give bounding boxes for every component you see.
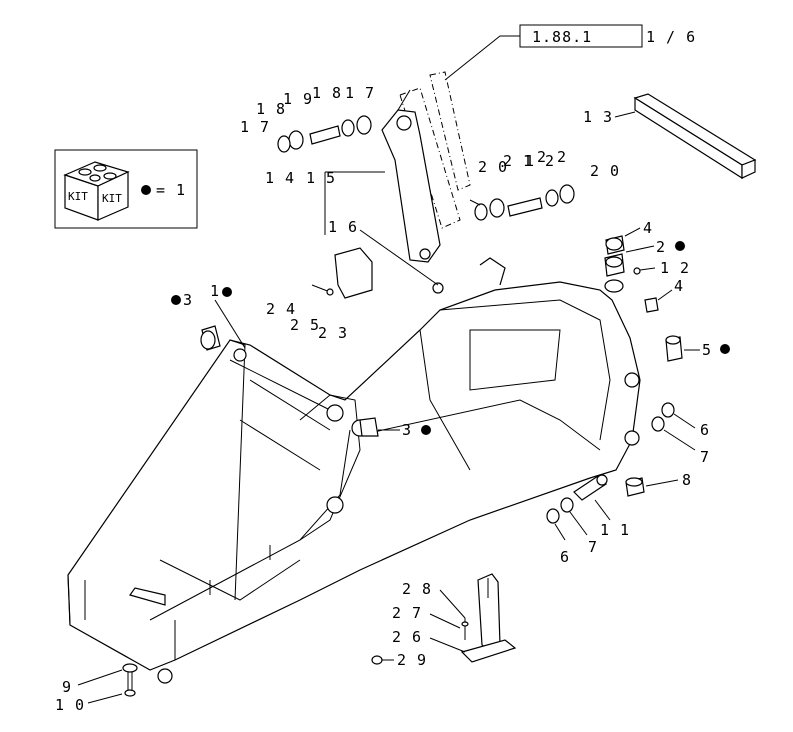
dot-1-icon bbox=[222, 287, 232, 297]
label-5: 5 bbox=[702, 341, 712, 359]
bolt-28 bbox=[461, 618, 469, 640]
label-20a: 2 0 bbox=[478, 158, 508, 176]
kit-equals: = 1 bbox=[156, 181, 186, 199]
label-4a: 4 bbox=[643, 219, 653, 237]
label-22: 2 2 bbox=[537, 148, 567, 166]
dot-3b-icon bbox=[421, 425, 431, 435]
dot-2-icon bbox=[675, 241, 685, 251]
label-25: 2 5 bbox=[290, 316, 320, 334]
label-11: 1 1 bbox=[600, 521, 630, 539]
bushing-5 bbox=[665, 335, 683, 362]
label-17: 1 7 bbox=[240, 118, 270, 136]
stand-26 bbox=[460, 573, 517, 663]
label-9: 9 bbox=[62, 678, 72, 696]
label-18b: 1 8 bbox=[312, 84, 342, 102]
main-frame bbox=[67, 257, 641, 684]
label-7a: 7 bbox=[700, 448, 710, 466]
label-6a: 6 bbox=[700, 421, 710, 439]
reference-callout: 1.88.1 1 / 6 bbox=[444, 24, 696, 81]
label-10: 1 0 bbox=[55, 696, 85, 714]
label-28: 2 8 bbox=[402, 580, 432, 598]
label-8: 8 bbox=[682, 471, 692, 489]
label-23: 2 3 bbox=[318, 324, 348, 342]
washers-6-7-right bbox=[651, 402, 675, 432]
reference-boxed-text: 1.88.1 bbox=[532, 28, 592, 46]
label-16: 1 6 bbox=[328, 218, 358, 236]
label-4b: 4 bbox=[674, 277, 684, 295]
bushing-2 bbox=[604, 235, 659, 313]
bushing-3b bbox=[351, 417, 379, 437]
kit-dot-icon bbox=[141, 185, 151, 195]
label-6b: 6 bbox=[560, 548, 570, 566]
bracket-23 bbox=[334, 229, 444, 299]
part-14-arm bbox=[381, 109, 441, 263]
reference-leader bbox=[444, 35, 520, 81]
label-3b: 3 bbox=[402, 421, 412, 439]
kit-label-right: KIT bbox=[102, 192, 122, 205]
label-24: 2 4 bbox=[266, 300, 296, 318]
bushing-3a bbox=[200, 325, 221, 351]
kit-legend: KIT KIT = 1 bbox=[54, 149, 198, 229]
pin-11 bbox=[546, 474, 608, 524]
pin-19 bbox=[277, 115, 372, 153]
label-12b: 1 2 bbox=[660, 259, 690, 277]
bolt-24 bbox=[311, 284, 334, 296]
label-13: 1 3 bbox=[583, 108, 613, 126]
part-13-bar bbox=[614, 93, 757, 180]
label-1: 1 bbox=[210, 282, 220, 300]
label-20b: 2 0 bbox=[590, 162, 620, 180]
bolt-9-10 bbox=[122, 663, 138, 697]
bushing-8 bbox=[625, 477, 645, 497]
label-17b: 1 7 bbox=[345, 84, 375, 102]
label-29: 2 9 bbox=[397, 651, 427, 669]
kit-label-left: KIT bbox=[68, 190, 88, 203]
label-27: 2 7 bbox=[392, 604, 422, 622]
label-7b: 7 bbox=[588, 538, 598, 556]
label-15: 1 5 bbox=[306, 169, 336, 187]
label-14: 1 4 bbox=[265, 169, 295, 187]
label-2: 2 bbox=[656, 238, 666, 256]
label-26: 2 6 bbox=[392, 628, 422, 646]
dot-3a-icon bbox=[171, 295, 181, 305]
dot-5-icon bbox=[720, 344, 730, 354]
pin-21 bbox=[474, 184, 575, 221]
label-18a: 1 8 bbox=[256, 100, 286, 118]
kit-box-icon: KIT KIT bbox=[63, 161, 130, 221]
bolt-29 bbox=[371, 655, 394, 665]
label-12a: 1 2 bbox=[525, 152, 555, 170]
label-19: 1 9 bbox=[283, 90, 313, 108]
label-21: 2 1 bbox=[503, 152, 533, 170]
kit-frame bbox=[54, 149, 198, 229]
reference-rest-text: 1 / 6 bbox=[646, 28, 696, 46]
label-3a: 3 bbox=[183, 291, 193, 309]
